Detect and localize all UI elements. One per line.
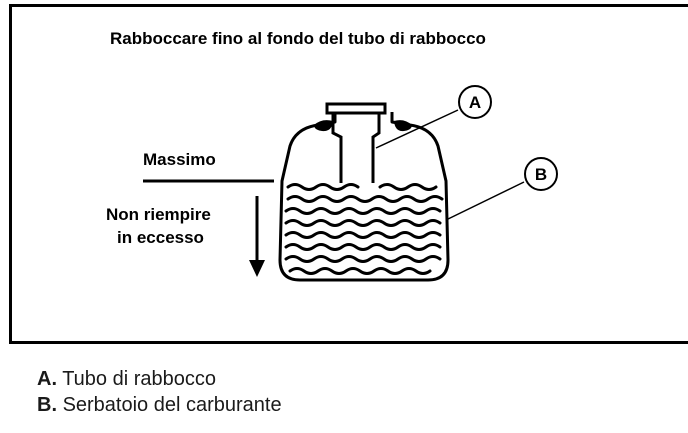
fuel-tank-diagram: Rabboccare fino al fondo del tubo di rab… <box>106 29 558 282</box>
fill-tube <box>325 102 387 183</box>
legend-item-a: A. Tubo di rabbocco <box>37 366 282 392</box>
overfill-label-line1: Non riempire <box>106 205 211 224</box>
legend-text: Tubo di rabbocco <box>62 368 217 390</box>
max-label: Massimo <box>143 150 216 169</box>
legend-item-b: B. Serbatoio del carburante <box>37 392 282 418</box>
legend: A. Tubo di rabbocco B. Serbatoio del car… <box>37 366 282 418</box>
fuel-tank-outline <box>278 112 450 282</box>
callout-b: B <box>445 157 558 221</box>
legend-letter: B. <box>37 394 57 416</box>
callout-a: A <box>375 85 492 149</box>
fuel-waves <box>284 183 444 275</box>
down-arrow-icon <box>249 196 265 277</box>
legend-text: Serbatoio del carburante <box>62 394 282 416</box>
callout-b-label: B <box>535 165 547 184</box>
callout-a-label: A <box>469 93 481 112</box>
overfill-label-line2: in eccesso <box>117 228 204 247</box>
diagram-title: Rabboccare fino al fondo del tubo di rab… <box>110 29 486 48</box>
diagram-frame <box>9 4 688 344</box>
legend-letter: A. <box>37 368 57 390</box>
